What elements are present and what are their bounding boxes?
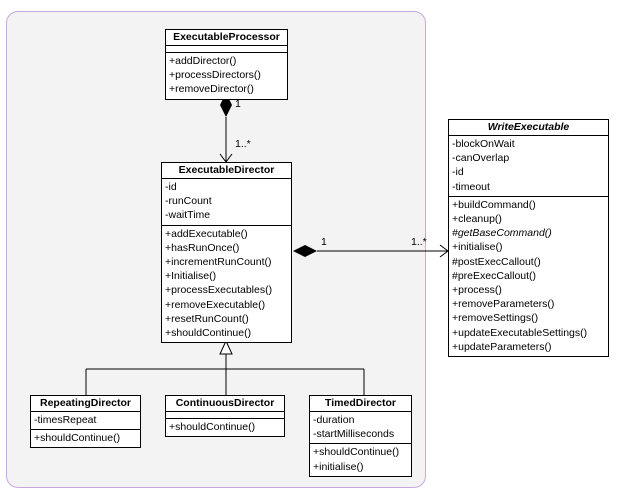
class-repeating-director: RepeatingDirector -timesRepeat +shouldCo… (30, 395, 141, 449)
class-name: WriteExecutable (449, 120, 608, 136)
class-operation: +removeSettings() (452, 312, 539, 325)
class-operation: #getBaseCommand() (452, 227, 552, 240)
class-continuous-director: ContinuousDirector +shouldContinue() (165, 395, 285, 438)
class-operation: +Initialise() (165, 270, 217, 283)
operation-section: +addExecutable()+hasRunOnce() +incrementR… (162, 224, 291, 343)
class-attribute: -runCount (165, 195, 212, 208)
multiplicity-processor-source: 1 (235, 98, 241, 110)
class-operation: +shouldContinue() (169, 421, 256, 433)
class-operation: +buildCommand() (452, 198, 536, 211)
class-operation: +addExecutable() (165, 227, 248, 240)
class-operation: +shouldContinue() (313, 446, 400, 459)
class-operation: #preExecCallout() (452, 269, 537, 282)
multiplicity-director-target: 1..* (411, 236, 427, 248)
class-attribute: -timeout (452, 180, 490, 193)
class-operation: +initialise() (313, 460, 364, 473)
attribute-section: -id -runCount-waitTime (162, 179, 291, 225)
class-attribute: -startMilliseconds (313, 428, 395, 441)
class-operation: +shouldContinue() (34, 432, 121, 445)
class-executable-director: ExecutableDirector -id -runCount-waitTime… (161, 162, 292, 344)
class-name: ExecutableProcessor (166, 30, 287, 46)
class-name: TimedDirector (310, 396, 411, 412)
class-attribute: -timesRepeat (34, 414, 97, 426)
class-operation: +updateParameters() (452, 340, 552, 353)
class-operation: +resetRunCount() (165, 312, 249, 325)
attribute-section: -blockOnWait -canOverlap-id-timeout (449, 136, 608, 196)
class-attribute: -id (165, 181, 177, 193)
class-operation: +shouldContinue() (165, 327, 252, 340)
class-operation: +processExecutables() (165, 284, 273, 297)
class-operation: +removeParameters() (452, 298, 555, 311)
class-write-executable: WriteExecutable -blockOnWait-canOverlap-… (448, 119, 609, 358)
operation-section: +shouldContinue() (31, 429, 140, 447)
multiplicity-director-source: 1 (321, 236, 327, 248)
class-attribute: -waitTime (165, 209, 211, 222)
class-operation: +cleanup() (452, 213, 502, 226)
operation-section: +addDirector() +processDirectors()+remove… (166, 52, 287, 99)
class-name: ContinuousDirector (166, 396, 284, 412)
class-name: RepeatingDirector (31, 396, 140, 412)
class-operation: +process() (452, 284, 502, 297)
operation-section: +shouldContinue()+initialise() (310, 443, 411, 475)
class-timed-director: TimedDirector -duration -startMillisecond… (309, 395, 412, 477)
class-operation: +incrementRunCount() (165, 256, 272, 269)
class-operation: +updateExecutableSettings() (452, 326, 588, 339)
class-attribute: -blockOnWait (452, 138, 515, 150)
class-attribute: -canOverlap (452, 152, 510, 165)
class-operation: +processDirectors() (169, 69, 261, 82)
attribute-section: -duration -startMilliseconds (310, 412, 411, 443)
generalization-triangle (219, 339, 233, 355)
class-operation: +addDirector() (169, 55, 237, 67)
operation-section: +shouldContinue() (166, 418, 284, 436)
multiplicity-processor-target: 1..* (235, 138, 251, 150)
class-attribute: -duration (313, 414, 355, 426)
class-operation: +hasRunOnce() (165, 241, 240, 254)
composition-diamond-director (293, 245, 317, 257)
class-attribute: -id (452, 166, 464, 179)
class-operation: +initialise() (452, 241, 503, 254)
class-executable-processor: ExecutableProcessor +addDirector() +proce… (165, 29, 288, 100)
class-operation: +removeExecutable() (165, 298, 266, 311)
operation-section: +buildCommand() +cleanup()#getBaseCommand… (449, 195, 608, 356)
class-operation: +removeDirector() (169, 83, 254, 96)
attribute-section: -timesRepeat (31, 412, 140, 429)
class-operation: #postExecCallout() (452, 255, 541, 268)
class-name: ExecutableDirector (162, 163, 291, 179)
